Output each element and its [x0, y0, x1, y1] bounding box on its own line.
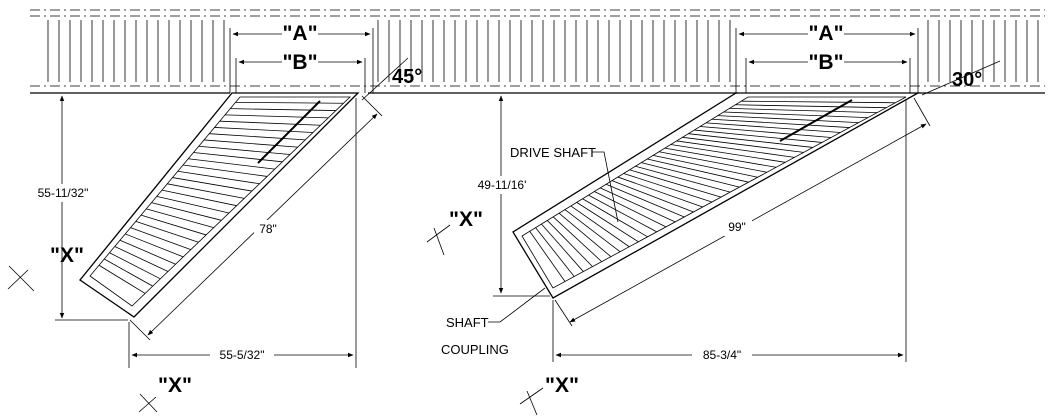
right-spur-roller [647, 158, 749, 183]
drive-shaft-leader [592, 151, 619, 223]
left-spur-roller [135, 221, 199, 243]
left-spur-roller [146, 208, 214, 229]
left-x-mark-bottom: "X" [158, 374, 192, 397]
left-angle-label: 45° [392, 66, 422, 88]
right-x-cross-side [426, 224, 451, 256]
left-horizontal-dim-label: 55-5/32" [220, 348, 265, 362]
right-spur-roller [617, 176, 703, 208]
left-spur-view: "A" "B" 45° 55-11/32" 78" 55-5/32" "X" [7, 20, 422, 413]
left-spur-roller [203, 139, 298, 148]
shaft-coupling-label-2: COUPLING [441, 342, 509, 357]
left-spur-roller [177, 170, 260, 185]
right-vertical-dim-label: 49-11/16' [478, 178, 527, 192]
right-spur-roller [552, 216, 602, 262]
right-x-mark-side: "X" [449, 208, 483, 231]
right-x-cross-bottom [519, 387, 544, 416]
right-spur-roller [541, 223, 584, 272]
right-spur-roller [641, 162, 740, 188]
right-spur-roller [529, 231, 566, 282]
left-length-dim-label: 78" [259, 222, 277, 236]
right-spur-roller [623, 173, 712, 203]
right-spur-roller [735, 104, 887, 109]
left-dim-a-label: "A" [282, 22, 317, 45]
right-spur-roller [741, 100, 896, 104]
left-x-cross-bottom [138, 393, 158, 413]
right-horizontal-dim-label: 85-3/4" [703, 348, 741, 362]
right-spur-roller [723, 111, 868, 119]
right-spur-roller [547, 220, 593, 267]
shaft-coupling-label-1: SHAFT [446, 315, 489, 330]
left-spur-roller [130, 227, 191, 250]
left-spur-roller [219, 120, 321, 126]
left-spur-roller [156, 195, 230, 214]
left-spur-roller [214, 127, 313, 133]
left-spur-roller [114, 246, 169, 272]
left-spur-roller [104, 258, 153, 287]
left-spur-roller [172, 177, 252, 192]
left-x-cross-side [7, 265, 35, 292]
main-conveyor [30, 9, 1045, 94]
right-angle-label: 30° [952, 69, 982, 91]
right-spur-roller [658, 151, 767, 173]
left-spur-roller [167, 183, 245, 199]
right-spur-roller [717, 115, 859, 123]
right-spur-roller [711, 118, 850, 128]
left-dim-b-label: "B" [282, 51, 317, 74]
drive-shaft-label: DRIVE SHAFT [510, 145, 596, 160]
right-length-dim-label: 99" [728, 220, 746, 234]
left-spur-roller [98, 264, 146, 294]
left-spur-roller [161, 189, 237, 207]
right-spur-roller [535, 227, 575, 277]
left-spur-frame [79, 92, 360, 318]
right-dim-a-label: "A" [808, 22, 843, 45]
shaft-coupling-leader [488, 287, 546, 323]
right-dim-b-label: "B" [808, 51, 843, 74]
right-spur-roller [729, 107, 878, 114]
left-spur-roller [209, 133, 306, 141]
left-spur-roller [235, 101, 344, 104]
right-spur-roller [594, 191, 667, 228]
left-spur-roller [151, 202, 222, 221]
right-spur-roller [588, 194, 657, 233]
right-spur-roller [558, 212, 612, 257]
left-spur-roller [230, 108, 336, 111]
right-spur-roller [705, 122, 841, 133]
left-spur-roller [193, 152, 283, 163]
left-angle-leader [361, 57, 409, 101]
left-spur-roller [224, 114, 329, 119]
left-drive-bar [257, 100, 321, 164]
right-angle-leader [921, 60, 1001, 96]
left-spur-roller [198, 145, 291, 155]
right-spur-roller [700, 126, 832, 138]
right-spur-roller [652, 154, 758, 178]
right-spur-roller [582, 198, 648, 238]
right-spur-roller [664, 147, 777, 168]
left-spur-roller [125, 233, 184, 258]
right-spur-view: "A" "B" 30° 49-11/16' 99" 85-3/4" DRIVE … [426, 20, 1001, 416]
left-spur-roller [140, 214, 207, 236]
right-x-mark-bottom: "X" [545, 374, 579, 397]
left-vertical-dim-label: 55-11/32" [38, 186, 89, 200]
left-x-mark-side: "X" [50, 244, 84, 267]
left-spur-roller [119, 239, 176, 265]
